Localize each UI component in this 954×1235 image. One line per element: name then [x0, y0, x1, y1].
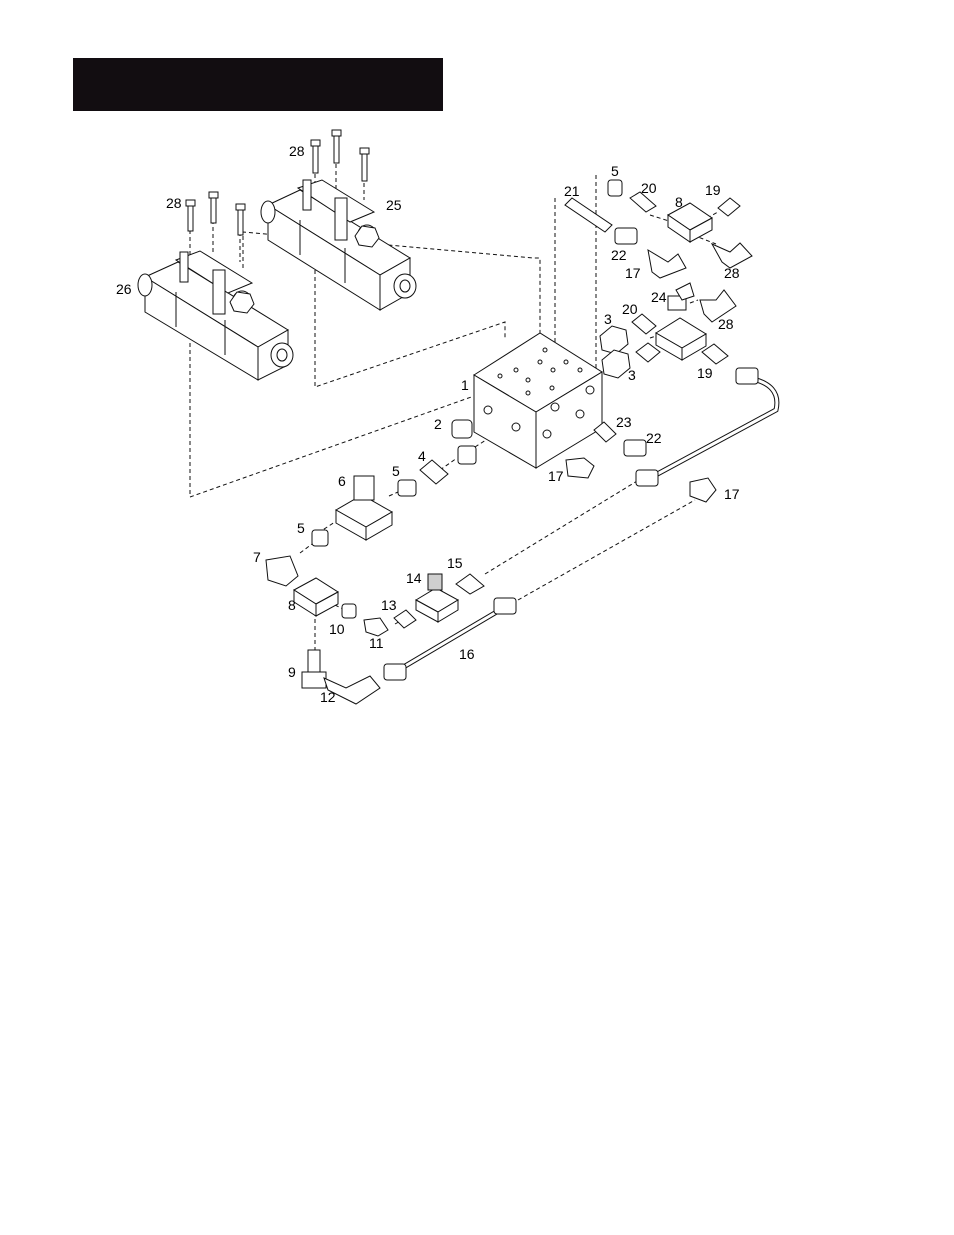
solenoid-valve-25	[260, 179, 417, 311]
callout-21: 21	[564, 183, 580, 199]
callout-5: 5	[297, 520, 305, 536]
callout-25: 25	[386, 197, 402, 213]
callout-9: 9	[288, 664, 296, 680]
callout-24: 24	[651, 289, 667, 305]
callout-13: 13	[381, 597, 397, 613]
callout-28: 28	[718, 316, 734, 332]
callout-5: 5	[392, 463, 400, 479]
callout-15: 15	[447, 555, 463, 571]
mounting-screws	[185, 129, 370, 236]
callout-10: 10	[329, 621, 345, 637]
callout-28: 28	[724, 265, 740, 281]
callout-4: 4	[418, 448, 426, 464]
callout-3: 3	[604, 311, 612, 327]
callout-26: 26	[116, 281, 132, 297]
callout-3: 3	[628, 367, 636, 383]
callout-20: 20	[622, 301, 638, 317]
callout-22: 22	[611, 247, 627, 263]
callout-11: 11	[369, 635, 384, 651]
callout-6: 6	[338, 473, 346, 489]
callout-14: 14	[406, 570, 422, 586]
manifold-block-1	[473, 332, 603, 469]
callout-17: 17	[724, 486, 740, 502]
callout-2: 2	[434, 416, 442, 432]
callout-17: 17	[548, 468, 564, 484]
fittings	[265, 179, 759, 705]
callout-labels: 28 28 25 26 5 21 20 8 19 22 17 28 24 20 …	[116, 143, 740, 705]
callout-22: 22	[646, 430, 662, 446]
title-bar	[73, 58, 443, 111]
callout-12: 12	[320, 689, 336, 705]
callout-8: 8	[288, 597, 296, 613]
callout-16: 16	[459, 646, 475, 662]
callout-19: 19	[705, 182, 721, 198]
callout-28: 28	[289, 143, 305, 159]
callout-23: 23	[616, 414, 632, 430]
callout-28: 28	[166, 195, 182, 211]
callout-8: 8	[675, 194, 683, 210]
callout-7: 7	[253, 549, 261, 565]
solenoid-valve-26	[137, 250, 294, 381]
callout-5: 5	[611, 163, 619, 179]
callout-1: 1	[461, 377, 469, 393]
callout-20: 20	[641, 180, 657, 196]
callout-19: 19	[697, 365, 713, 381]
callout-17: 17	[625, 265, 641, 281]
